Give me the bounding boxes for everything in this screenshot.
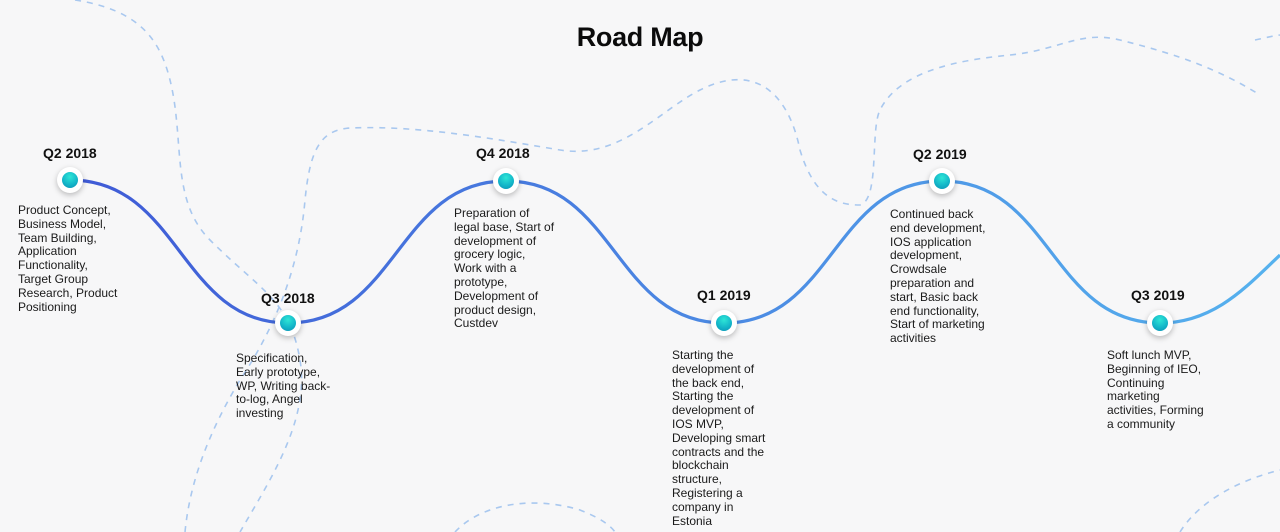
milestone-description: Specification, Early prototype, WP, Writ… bbox=[236, 351, 331, 421]
milestone-node bbox=[929, 168, 955, 194]
milestone-label: Q2 2018 bbox=[43, 145, 97, 161]
milestone-node bbox=[1147, 310, 1173, 336]
milestone-label: Q4 2018 bbox=[476, 145, 530, 161]
decorative-dashed-line bbox=[184, 36, 1261, 532]
milestone-description: Soft lunch MVP, Beginning of IEO, Contin… bbox=[1107, 348, 1204, 431]
roadmap-curve bbox=[69, 178, 1280, 325]
milestone-label: Q3 2019 bbox=[1131, 287, 1185, 303]
milestone-description: Starting the development of the back end… bbox=[672, 348, 766, 528]
milestone-label: Q2 2019 bbox=[913, 146, 967, 162]
milestone-description: Product Concept, Business Model, Team Bu… bbox=[18, 203, 118, 314]
page-title: Road Map bbox=[576, 22, 704, 52]
decorative-dashed-line bbox=[74, 0, 303, 532]
milestone-node bbox=[493, 168, 519, 194]
milestone-label: Q3 2018 bbox=[261, 290, 315, 306]
milestone-node bbox=[275, 310, 301, 336]
milestone-node bbox=[711, 310, 737, 336]
milestone-label: Q1 2019 bbox=[697, 287, 751, 303]
decorative-dashed-line bbox=[1179, 469, 1280, 532]
decorative-dashed-line bbox=[454, 502, 616, 532]
milestone-description: Preparation of legal base, Start of deve… bbox=[454, 206, 555, 331]
milestone-description: Continued back end development, IOS appl… bbox=[890, 207, 986, 346]
milestone-node bbox=[57, 167, 83, 193]
decorative-dashed-line bbox=[1254, 34, 1280, 41]
